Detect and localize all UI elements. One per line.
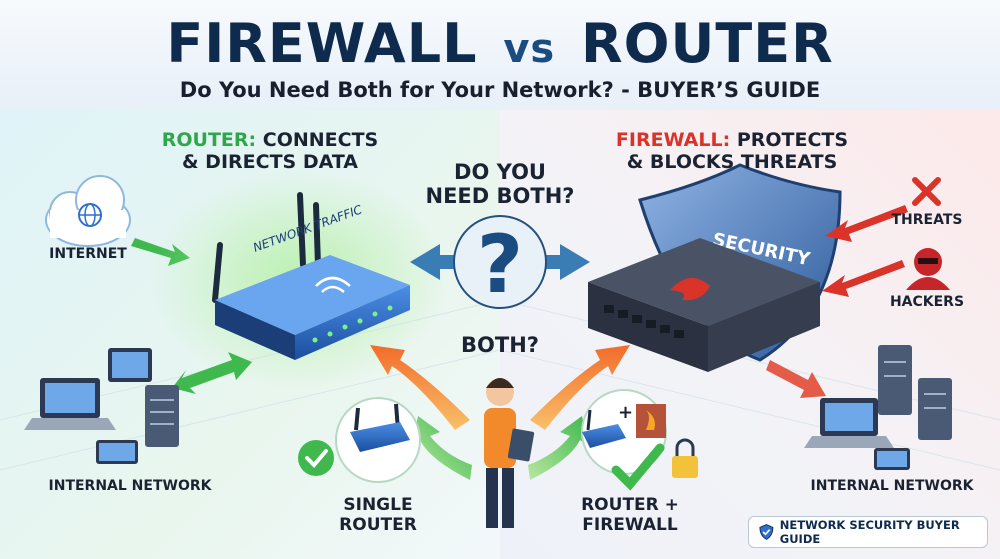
single-router-label: SINGLE ROUTER — [318, 495, 438, 535]
green-arrow-right — [528, 416, 588, 480]
router-heading-rest: CONNECTS — [262, 129, 379, 151]
center-question: DO YOU NEED BOTH? — [380, 160, 620, 208]
protected-network-arrow — [766, 360, 826, 398]
threats-label: THREATS — [891, 212, 963, 228]
title-firewall: FIREWALL — [166, 12, 478, 75]
right-devices-icon — [804, 345, 952, 470]
internet-label: INTERNET — [49, 246, 127, 262]
internal-network-left-label: INTERNAL NETWORK — [48, 478, 212, 494]
router-firewall-line1: ROUTER + — [581, 495, 679, 515]
svg-text:+: + — [618, 402, 633, 423]
threat-arrow — [825, 205, 908, 242]
person-icon — [484, 378, 535, 528]
header-band — [0, 0, 1000, 112]
title-vs: vs — [503, 26, 556, 72]
both-label: BOTH? — [461, 333, 539, 357]
firewall-appliance-icon — [588, 238, 820, 372]
single-router-line1: SINGLE — [343, 495, 413, 515]
question-line2: NEED BOTH? — [425, 184, 575, 209]
question-mark-icon: ? — [453, 215, 547, 311]
question-line1: DO YOU — [454, 160, 546, 184]
internal-network-right-label: INTERNAL NETWORK — [810, 478, 974, 494]
orange-arrow-right — [530, 345, 630, 430]
badge-shield-icon — [759, 524, 774, 540]
firewall-heading-line2: & BLOCKS THREATS — [626, 150, 838, 173]
firewall-heading-accent: FIREWALL: — [615, 129, 731, 151]
title-router: ROUTER — [581, 12, 834, 75]
green-arrow-left — [412, 416, 472, 480]
left-devices-icon — [24, 348, 179, 464]
svg-text:?: ? — [477, 218, 523, 311]
internal-network-arrow — [172, 352, 252, 394]
single-router-option-icon — [298, 397, 421, 483]
cloud-icon — [45, 175, 131, 247]
router-firewall-line2: FIREWALL — [582, 514, 678, 535]
router-heading-line2: & DIRECTS DATA — [181, 150, 359, 173]
router-firewall-label: ROUTER + FIREWALL — [560, 495, 700, 535]
page-subtitle: Do You Need Both for Your Network? - BUY… — [179, 78, 821, 102]
router-heading: ROUTER: CONNECTS & DIRECTS DATA — [150, 129, 390, 174]
firewall-heading-rest: PROTECTS — [736, 129, 849, 151]
hacker-icon — [906, 248, 950, 290]
router-heading-accent: ROUTER: — [161, 129, 257, 151]
firewall-heading: FIREWALL: PROTECTS & BLOCKS THREATS — [612, 129, 852, 174]
footer-badge-text: NETWORK SECURITY BUYER GUIDE — [779, 518, 960, 546]
footer-badge: NETWORK SECURITY BUYER GUIDE — [748, 516, 988, 548]
router-icon — [212, 192, 410, 360]
router-firewall-option-icon: + — [581, 389, 698, 491]
hacker-arrow — [822, 260, 905, 297]
orange-arrow-left — [370, 345, 470, 430]
x-mark-icon — [912, 177, 941, 206]
page-title: FIREWALL vs ROUTER — [0, 12, 1000, 75]
hackers-label: HACKERS — [889, 294, 965, 310]
single-router-line2: ROUTER — [339, 514, 417, 535]
